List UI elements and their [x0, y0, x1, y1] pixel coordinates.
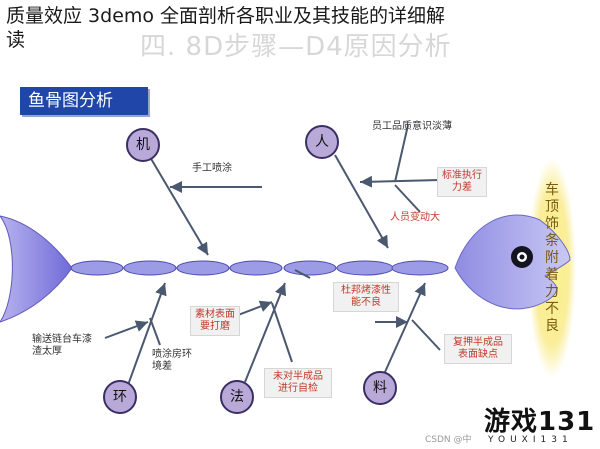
- sub-bone-flame: [294, 269, 311, 279]
- cause-worker-quality: 员工品质意识淡薄: [372, 121, 452, 132]
- spine-segment: [283, 260, 337, 276]
- page-title-line-1: 质量效应 3demo 全面剖析各职业及其技能的详细解: [6, 5, 446, 27]
- category-people: 人: [305, 125, 339, 159]
- fish-eye-pupil: [519, 254, 525, 260]
- csdn-watermark: CSDN @中: [425, 435, 472, 445]
- cause-skill-insufficient: 标准执行力差: [437, 167, 487, 197]
- brand-watermark: 游戏131: [484, 407, 596, 437]
- cause-conveyor-dirt: 输送链台车漆渣太厚: [32, 334, 92, 357]
- cause-flame-performance: 杜邦烤漆性能不良: [333, 282, 399, 312]
- sub-bone-skill: [359, 175, 441, 188]
- category-environment: 环: [103, 380, 137, 414]
- diagram-title: 鱼骨图分析: [20, 87, 148, 115]
- sub-bone-conveyor: [104, 320, 149, 339]
- fish-tail: [0, 215, 73, 323]
- spine-segment: [123, 260, 177, 276]
- cause-manual-spray: 手工喷涂: [192, 163, 232, 174]
- category-material: 料: [363, 371, 397, 405]
- bone-environment: [127, 282, 167, 386]
- bone-machine: [149, 156, 209, 256]
- category-machine: 机: [126, 128, 160, 162]
- page-title-line-2: 读: [6, 29, 26, 51]
- cause-material-defect: 复押半成品表面缺点: [444, 334, 512, 364]
- sub-bone-spray-room: [149, 317, 161, 346]
- sub-bone-finished: [271, 302, 293, 363]
- spine-segment: [229, 260, 283, 276]
- problem-statement: 车顶饰条附着力不良: [545, 182, 559, 334]
- category-method: 法: [220, 380, 254, 414]
- spine-segment: [70, 260, 124, 276]
- spine-segment: [336, 260, 394, 276]
- sub-bones: [104, 124, 441, 363]
- bone-method: [244, 282, 287, 383]
- page-title: 质量效应 3demo 全面剖析各职业及其技能的详细解 读: [6, 4, 596, 52]
- bone-people: [334, 154, 389, 249]
- sub-bone-staff: [394, 184, 421, 213]
- spine-segment: [176, 260, 230, 276]
- cause-finished-check: 未对半成品进行自检: [264, 368, 332, 398]
- cause-staff-change: 人员变动大: [390, 212, 440, 223]
- sub-bone-worker-quality: [394, 124, 409, 183]
- spine-segment: [391, 260, 449, 276]
- sub-bone-material-defect-2: [411, 319, 441, 351]
- cause-spray-room: 喷涂房环境差: [152, 349, 192, 372]
- slide-title: 四. 8D步骤—D4原因分析: [140, 32, 452, 62]
- fish-spine: [70, 260, 449, 276]
- brand-watermark-sub: YOUXI131: [488, 435, 573, 445]
- cause-surface-plating: 素材表面要打磨: [190, 306, 240, 336]
